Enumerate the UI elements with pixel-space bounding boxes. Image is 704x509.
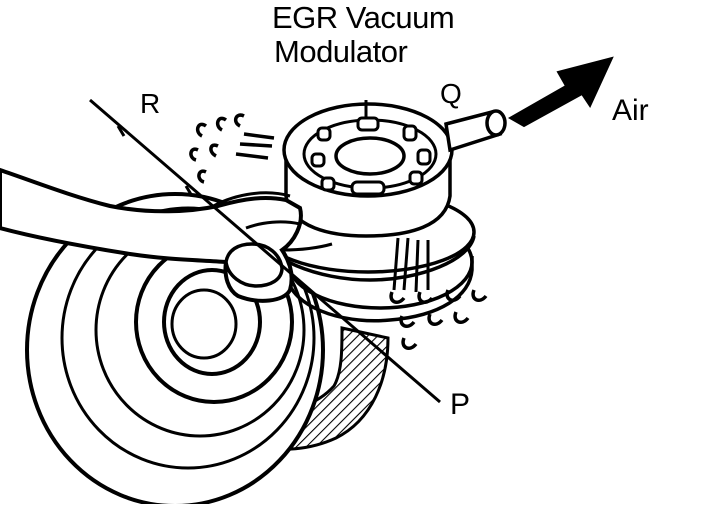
port-q-tube xyxy=(444,109,507,153)
air-puffs-r xyxy=(189,113,275,184)
leader-line-rp xyxy=(89,98,441,404)
leader-tick-r xyxy=(116,125,126,137)
air-arrow xyxy=(507,56,614,128)
label-q: Q xyxy=(440,78,462,109)
leader-tick-p xyxy=(184,185,194,197)
pulley xyxy=(25,192,325,508)
modulator-cap xyxy=(282,100,454,238)
air-puffs-p xyxy=(389,289,488,350)
title-line-2: Modulator xyxy=(274,34,408,69)
label-air: Air xyxy=(612,94,649,127)
label-r: R xyxy=(140,88,161,119)
label-p: P xyxy=(450,388,471,421)
title-line-1: EGR Vacuum xyxy=(272,0,455,35)
vent-lines xyxy=(392,237,430,293)
